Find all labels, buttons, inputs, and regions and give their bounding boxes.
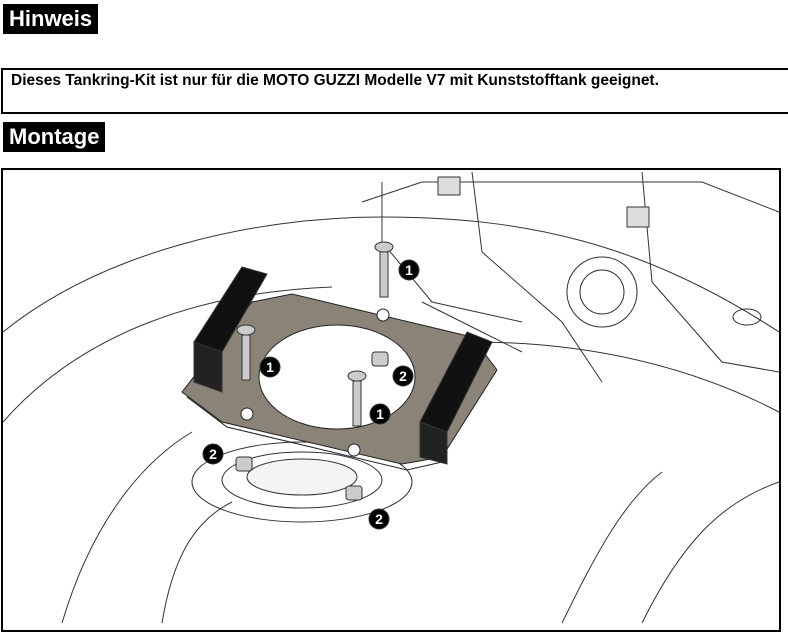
callout-number: 1 (376, 406, 384, 422)
callout-number: 1 (405, 262, 413, 278)
callout-marker (202, 443, 224, 465)
callout-number: 2 (209, 446, 217, 462)
assembly-illustration: 1 1 1 2 2 2 (1, 168, 781, 632)
callout-marker (259, 356, 281, 378)
callout-marker (398, 259, 420, 281)
note-heading: Hinweis (3, 4, 99, 34)
callout-marker (369, 403, 391, 425)
callout-marker (368, 508, 390, 530)
assembly-heading: Montage (3, 122, 106, 152)
callout-number: 2 (375, 511, 383, 527)
callout-marker (392, 365, 414, 387)
note-box: Dieses Tankring-Kit ist nur für die MOTO… (1, 68, 788, 114)
note-text: Dieses Tankring-Kit ist nur für die MOTO… (11, 72, 659, 89)
callout-number: 1 (266, 359, 274, 375)
callout-number: 2 (399, 368, 407, 384)
